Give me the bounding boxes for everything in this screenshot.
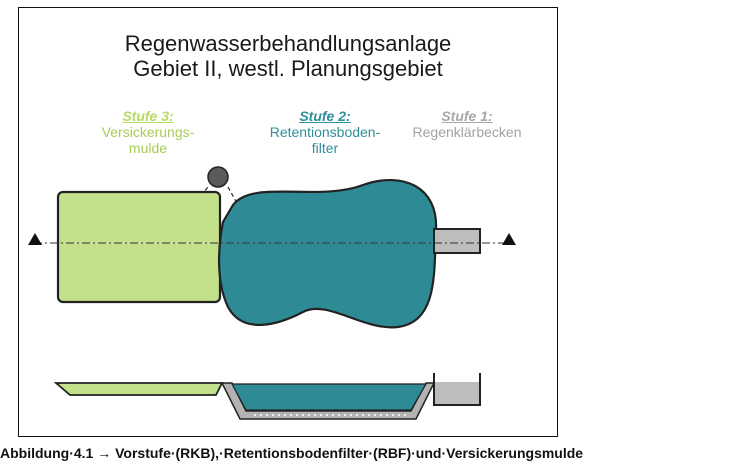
- stage-3-label: Stufe 3: Versickerungs- mulde: [73, 108, 223, 156]
- stage-1-label: Stufe 1: Regenklärbecken: [392, 108, 542, 140]
- mulde-plan-shape: [56, 190, 222, 304]
- stage-3-name-line1: Versickerungs-: [101, 124, 195, 140]
- stage-1-name-line1: Regenklärbecken: [412, 124, 522, 140]
- basin-section-wall: [433, 373, 481, 406]
- filter-section-water: [230, 383, 428, 411]
- filter-plan-shape: [218, 178, 438, 329]
- section-marker-left: [28, 233, 42, 245]
- section-marker-right: [502, 233, 516, 245]
- diagram-title-line2: Gebiet II, westl. Planungsgebiet: [133, 56, 443, 81]
- basin-plan-shape: [433, 228, 481, 254]
- stage-2-heading: Stufe 2:: [299, 108, 351, 124]
- stage-2-label: Stufe 2: Retentionsboden- filter: [250, 108, 400, 156]
- stage-2-name-line2: filter: [311, 140, 339, 156]
- basin-section-water: [435, 382, 479, 404]
- stage-2-name-line1: Retentionsboden-: [269, 124, 381, 140]
- stage-3-name-line2: mulde: [128, 140, 168, 156]
- stage-3-heading: Stufe 3:: [122, 108, 174, 124]
- overflow-manhole: [207, 166, 229, 188]
- stage-1-heading: Stufe 1:: [441, 108, 493, 124]
- diagram-title-line1: Regenwasserbehandlungsanlage: [124, 31, 452, 56]
- plan-and-section-drawing: [28, 166, 516, 420]
- figure-caption: Abbildung·4.1 → Vorstufe·(RKB),·Retentio…: [0, 445, 584, 461]
- mulde-section: [53, 382, 224, 396]
